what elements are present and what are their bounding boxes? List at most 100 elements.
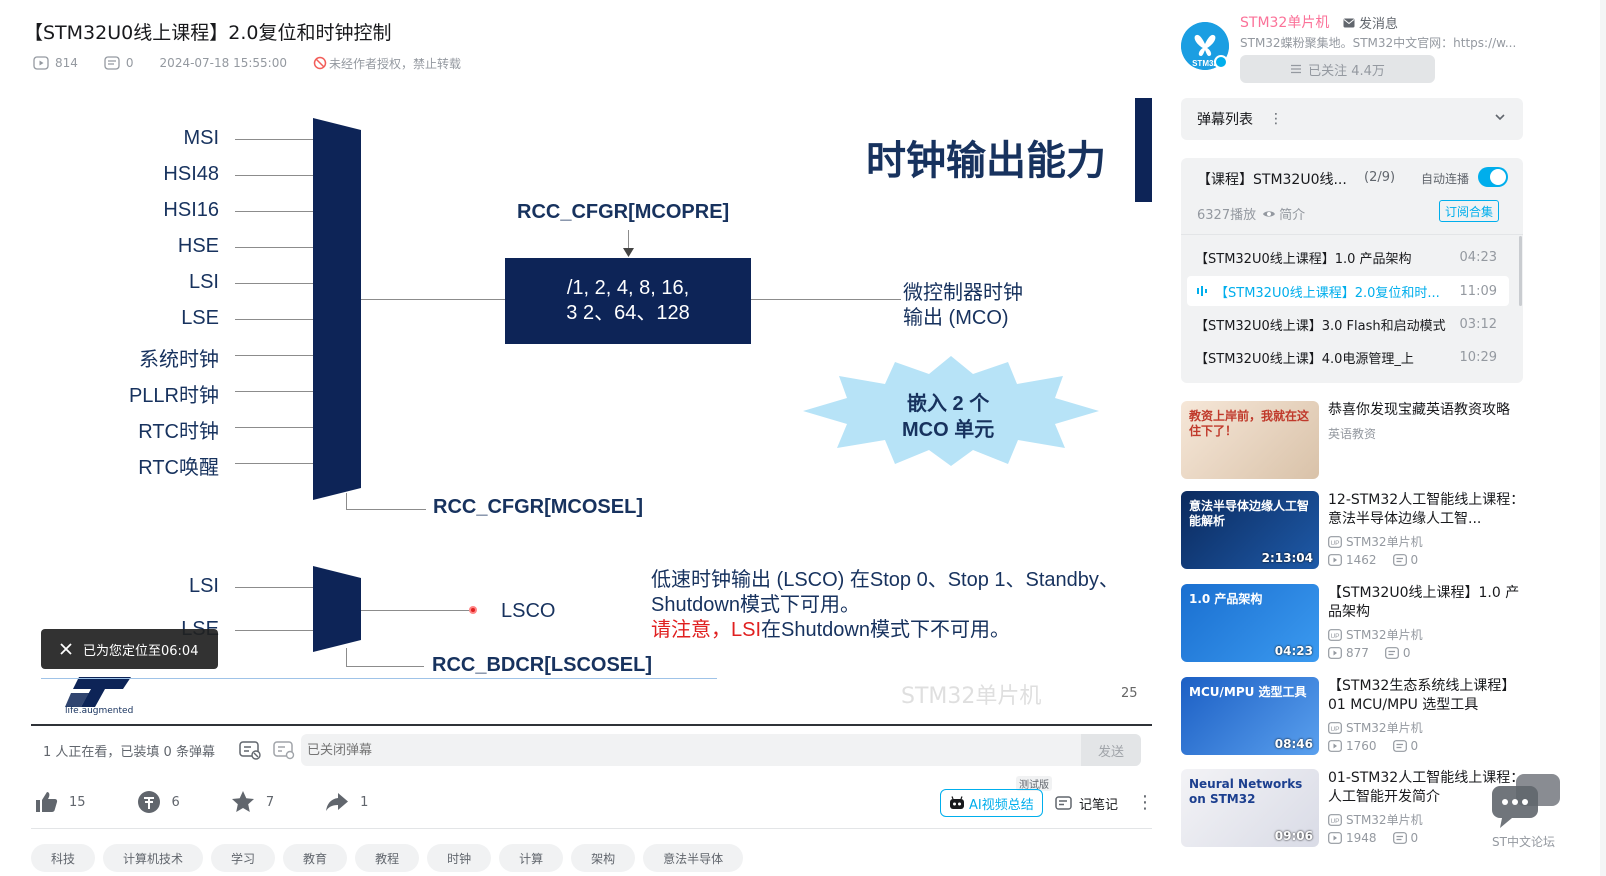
- lsco-mux-shape: [313, 566, 361, 652]
- recommendation-thumbnail[interactable]: 教资上岸前，我就在这住下了！: [1181, 401, 1319, 479]
- lsco-note: 低速时钟输出 (LSCO) 在Stop 0、Stop 1、Standby、 Sh…: [651, 569, 1119, 641]
- playlist-item[interactable]: 【STM32U0线上课】3.0 Flash和启动模式 03:12: [1187, 309, 1509, 339]
- coin-button[interactable]: 6: [136, 789, 180, 815]
- mux-input-label: MSI: [183, 127, 219, 149]
- tag-chip[interactable]: 学习: [211, 844, 276, 872]
- favorite-button[interactable]: 7: [230, 789, 274, 815]
- share-button[interactable]: 1: [324, 789, 368, 815]
- recommendation-title[interactable]: 01-STM32人工智能线上课程：人工智能开发简介: [1328, 770, 1525, 805]
- slide-page-number: 25: [1121, 686, 1138, 701]
- tag-chip[interactable]: 科技: [31, 844, 96, 872]
- danmaku-toggle-icon[interactable]: [239, 739, 261, 761]
- thumbnail-caption: MCU/MPU 选型工具: [1189, 685, 1307, 699]
- tag-chip[interactable]: 计算: [499, 844, 564, 872]
- recommendation-title[interactable]: 恭喜你发现宝藏英语教资攻略: [1328, 402, 1510, 418]
- danmaku-input[interactable]: [301, 734, 1071, 766]
- video-title: 【STM32U0线上课程】2.0复位和时钟控制: [24, 22, 392, 44]
- recommendation-title[interactable]: 【STM32U0线上课程】1.0 产品架构: [1328, 585, 1520, 620]
- thumbnail-caption: Neural Networks on STM32: [1189, 777, 1303, 806]
- danmaku-list-header[interactable]: 弹幕列表 ⋮: [1181, 98, 1523, 140]
- send-message-link[interactable]: 发消息: [1343, 13, 1398, 32]
- thumbnail-caption: 教资上岸前，我就在这住下了！: [1189, 409, 1310, 438]
- danmaku-list-more-icon[interactable]: ⋮: [1269, 111, 1283, 127]
- intro-link[interactable]: 简介: [1262, 204, 1305, 223]
- lscosel-wire-h: [346, 666, 424, 667]
- playlist-item-duration: 10:29: [1459, 349, 1497, 365]
- beta-badge: 测试版: [1016, 776, 1052, 791]
- uploader-avatar[interactable]: STM32: [1181, 22, 1229, 70]
- subscribe-collection-button[interactable]: 订阅合集: [1439, 200, 1500, 222]
- follow-button[interactable]: 已关注 4.4万: [1240, 55, 1435, 83]
- danmaku-count-icon: [1392, 554, 1407, 566]
- danmaku-bar: 1 人正在看，已装填 0 条弹幕 发送: [31, 728, 1152, 772]
- tag-chip[interactable]: 计算机技术: [103, 844, 204, 872]
- forum-float-button[interactable]: [1488, 770, 1564, 850]
- mux-input-wire: [235, 175, 313, 176]
- now-playing-icon: [1197, 286, 1207, 296]
- recommendation-card[interactable]: 教资上岸前，我就在这住下了！ 恭喜你发现宝藏英语教资攻略英语教资: [1181, 401, 1526, 481]
- thumbnail-caption: 1.0 产品架构: [1189, 592, 1263, 606]
- page-scrollbar[interactable]: [1600, 0, 1606, 876]
- more-options-icon[interactable]: ⋮: [1136, 792, 1154, 813]
- note-icon: [1055, 796, 1072, 810]
- playlist-title[interactable]: 【课程】STM32U0线...: [1197, 172, 1347, 188]
- playlist-item[interactable]: 【STM32U0线上课程】2.0复位和时...11:09: [1187, 276, 1509, 306]
- lsco-input-wire: [235, 630, 313, 631]
- st-logo: [65, 677, 131, 707]
- prescaler-register: RCC_CFGR[MCOPRE]: [517, 201, 730, 223]
- notes-button[interactable]: 记笔记: [1055, 789, 1118, 817]
- mco-wire-2: [751, 299, 901, 300]
- mcopre-arrow: [628, 230, 629, 256]
- tag-chip[interactable]: 教程: [355, 844, 420, 872]
- mux-input-wire: [235, 391, 313, 392]
- send-button[interactable]: 发送: [1081, 734, 1141, 766]
- danmaku-settings-icon[interactable]: [273, 739, 295, 761]
- playlist-item-title: 【STM32U0线上课】3.0 Flash和启动模式: [1195, 318, 1446, 334]
- playlist-item-title: 【STM32U0线上课程】2.0复位和时...: [1215, 285, 1440, 301]
- slide-accent-bar: [1135, 98, 1152, 202]
- st-logo-tagline: life.augmented: [65, 706, 134, 716]
- chat-bubble-icon: [1492, 774, 1560, 828]
- playlist-stats: 6327播放 简介: [1197, 204, 1305, 223]
- recommendation-uploader[interactable]: 英语教资: [1328, 427, 1377, 441]
- recommendation-title[interactable]: 12-STM32人工智能线上课程：意法半导体边缘人工智...: [1328, 492, 1525, 527]
- svg-text:UP: UP: [1330, 540, 1339, 547]
- mux-input-label: LSE: [181, 307, 219, 329]
- ai-summary-button[interactable]: AI视频总结: [940, 789, 1043, 817]
- autoplay-toggle[interactable]: [1478, 167, 1508, 187]
- tag-list: 科技计算机技术学习教育教程时钟计算架构意法半导体: [31, 844, 744, 872]
- chevron-down-icon: [1495, 114, 1505, 121]
- uploader-name[interactable]: STM32单片机: [1240, 15, 1330, 31]
- tag-chip[interactable]: 教育: [283, 844, 348, 872]
- mcosel-wire-h: [346, 509, 426, 510]
- up-icon: UP: [1328, 628, 1342, 641]
- forum-label[interactable]: ST中文论坛: [1492, 835, 1555, 849]
- tag-chip[interactable]: 时钟: [427, 844, 492, 872]
- mco-wire-1: [361, 299, 505, 300]
- tag-chip[interactable]: 架构: [571, 844, 636, 872]
- recommendation-title[interactable]: 【STM32生态系统线上课程】01 MCU/MPU 选型工具: [1328, 678, 1516, 713]
- like-button[interactable]: 15: [33, 789, 86, 815]
- playlist-item-duration: 03:12: [1459, 316, 1497, 332]
- tag-chip[interactable]: 意法半导体: [643, 844, 744, 872]
- recommendation-duration: 2:13:04: [1261, 551, 1313, 565]
- close-icon[interactable]: [59, 642, 73, 656]
- playlist-scrollbar[interactable]: [1519, 236, 1522, 306]
- publish-date: 2024-07-18 15:55:00: [159, 56, 287, 70]
